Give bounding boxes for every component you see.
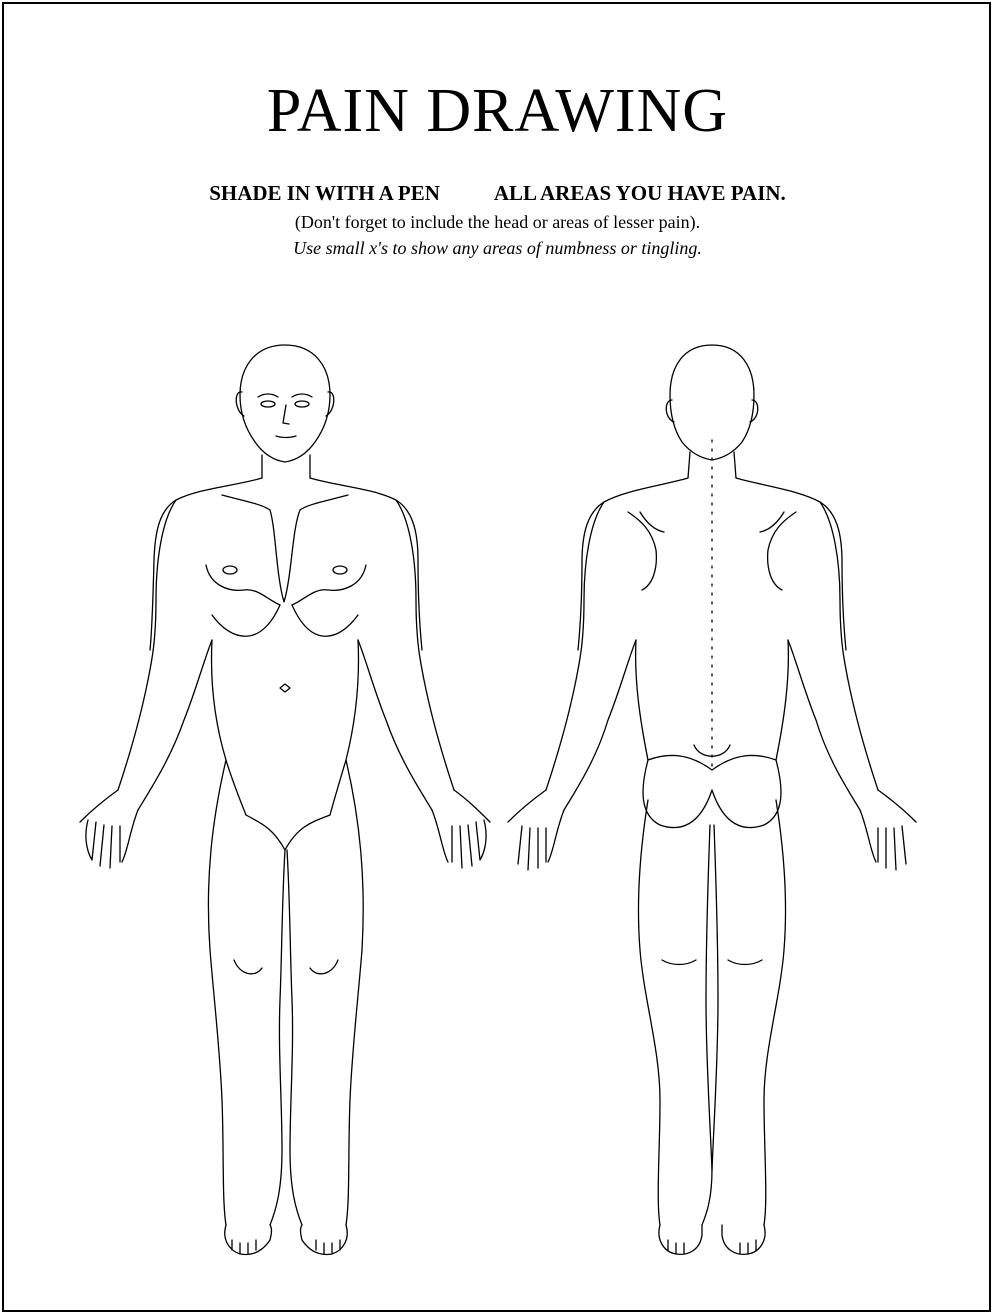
front-eye-left <box>261 401 275 407</box>
back-torso <box>578 478 846 760</box>
front-navel <box>280 684 290 692</box>
back-right-foot <box>722 1225 765 1254</box>
front-head <box>240 345 330 462</box>
front-knees <box>234 960 338 974</box>
back-knees <box>662 960 762 965</box>
back-neck <box>688 452 736 478</box>
front-nipple-right <box>333 566 347 574</box>
back-right-arm <box>788 502 878 810</box>
back-right-leg <box>712 800 786 1225</box>
back-head <box>670 345 754 460</box>
front-brow-left <box>258 394 278 397</box>
front-right-hand <box>432 790 490 868</box>
back-scapula-right <box>760 512 796 590</box>
front-groin <box>246 815 330 850</box>
back-left-hand <box>508 790 564 870</box>
front-ribs <box>212 605 358 636</box>
front-left-arm <box>118 500 212 810</box>
front-nipple-left <box>223 566 237 574</box>
front-left-leg <box>208 760 285 1225</box>
front-torso <box>150 478 422 815</box>
back-left-arm <box>546 502 636 810</box>
front-right-arm <box>358 500 454 810</box>
back-right-hand <box>860 790 916 870</box>
back-left-foot <box>659 1225 702 1254</box>
front-eye-right <box>295 401 309 407</box>
front-nose <box>283 405 289 424</box>
front-left-foot <box>225 1225 272 1254</box>
back-scapula-left <box>628 512 664 590</box>
front-mouth <box>276 436 296 438</box>
front-right-foot <box>301 1225 348 1254</box>
front-left-hand <box>80 790 138 868</box>
front-brow-right <box>292 394 312 397</box>
back-left-leg <box>638 800 712 1225</box>
front-body-figure[interactable] <box>80 345 490 1254</box>
back-body-figure[interactable] <box>508 345 916 1254</box>
front-right-leg <box>287 760 363 1225</box>
front-neck <box>262 455 310 478</box>
front-chest <box>206 495 366 605</box>
